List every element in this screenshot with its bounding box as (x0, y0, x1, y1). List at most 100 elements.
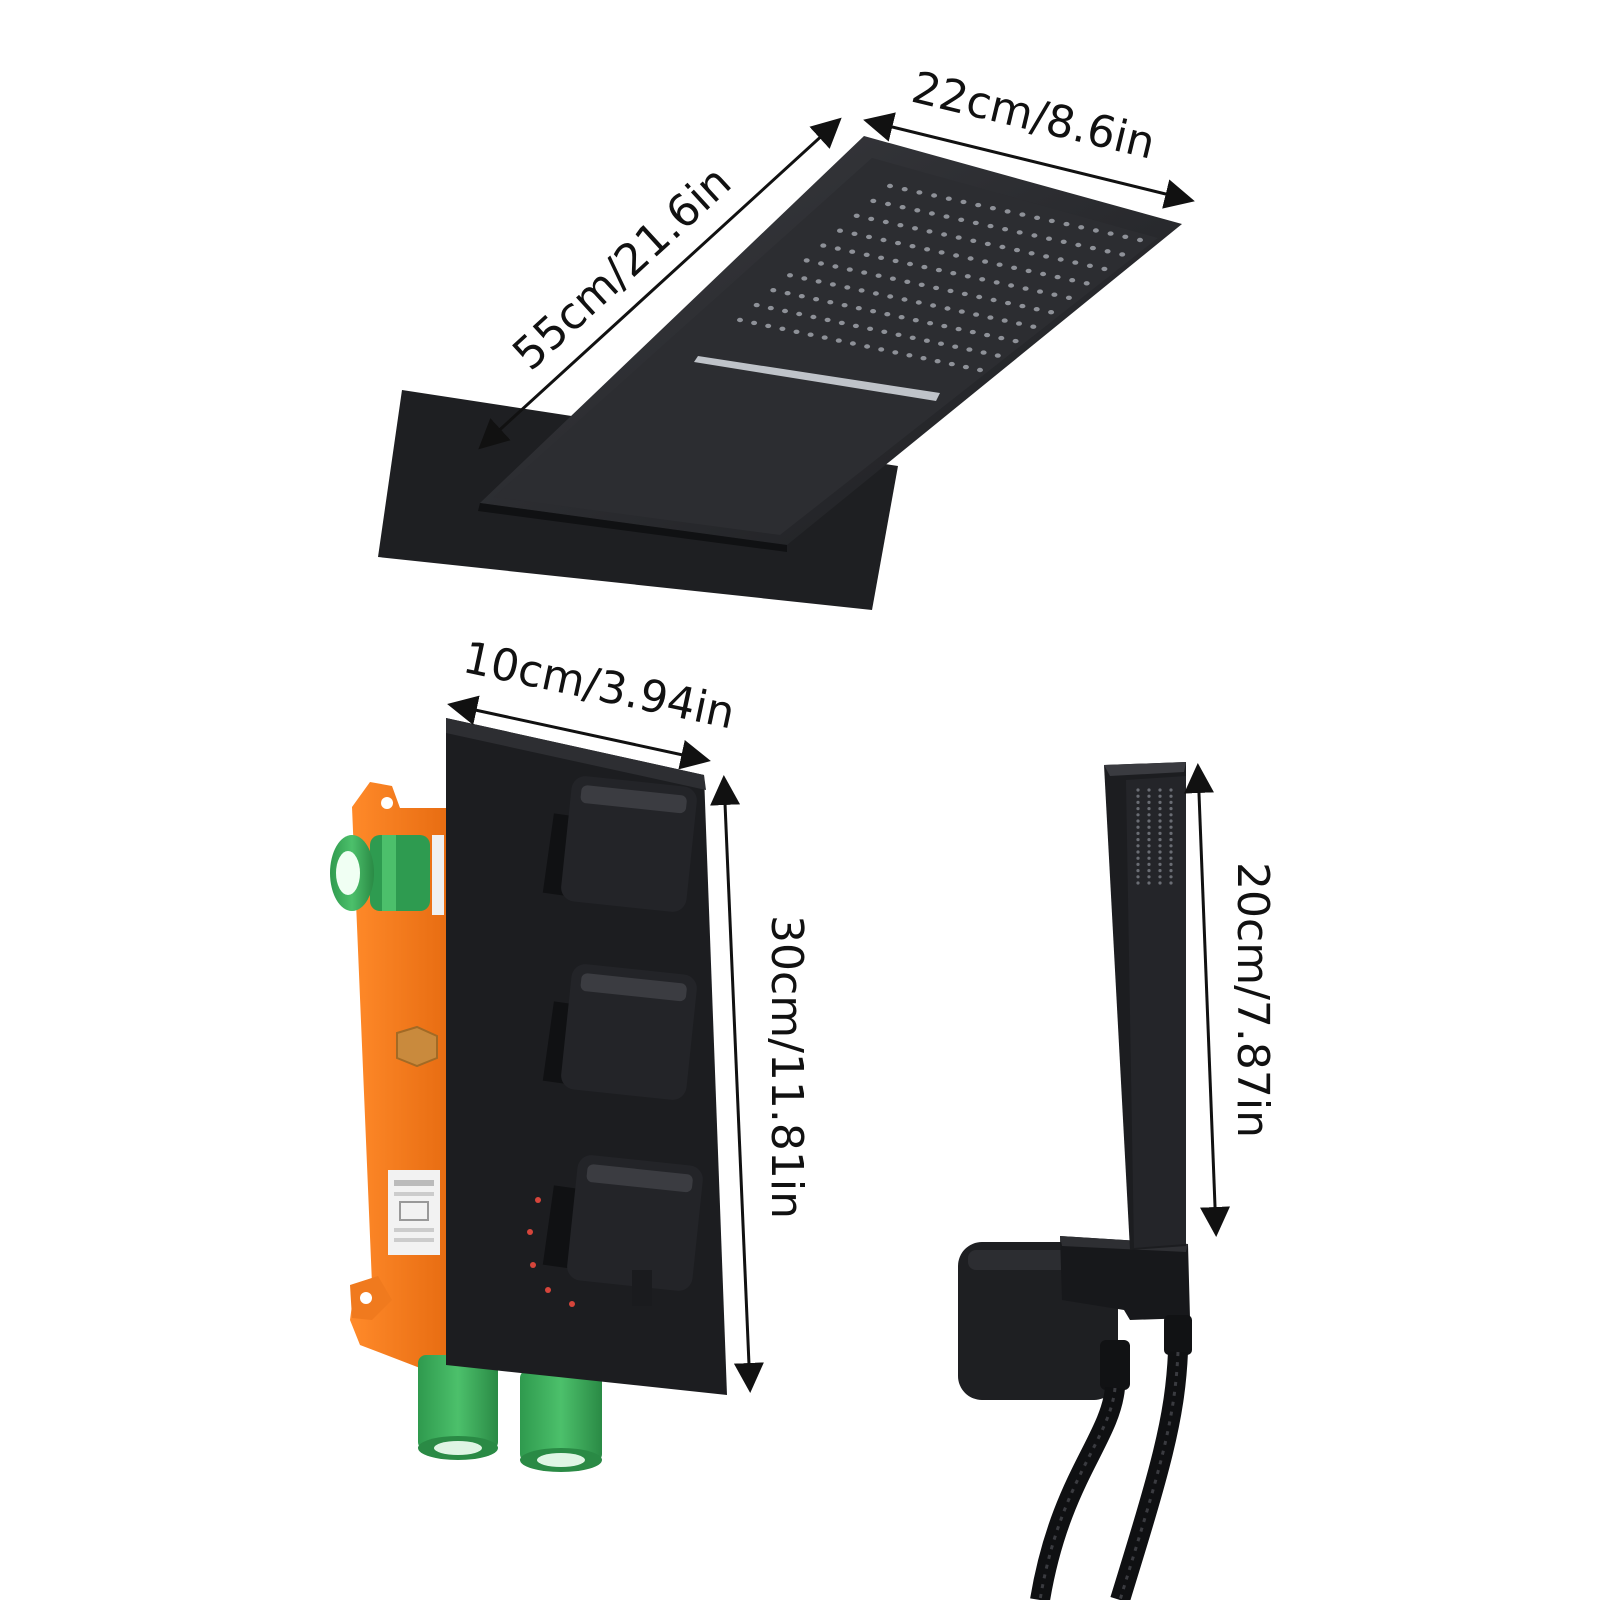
valve-width-arrow (447, 695, 711, 770)
nozzle-dot (887, 183, 893, 189)
hand-nozzle-dot (1147, 869, 1151, 873)
nozzle-dot (912, 226, 918, 231)
nozzle-dot (906, 353, 913, 358)
hand-shower-length-label: 20cm/7.87in (1227, 862, 1278, 1138)
nozzle-dot (855, 306, 862, 311)
hand-nozzle-dot (1147, 881, 1151, 885)
nozzle-dot (999, 244, 1006, 250)
hand-nozzle-dot (1169, 831, 1173, 836)
nozzle-dot (921, 264, 928, 270)
hand-nozzle-dot (1169, 838, 1173, 842)
nozzle-dot (1028, 251, 1035, 256)
hand-nozzle-dot (1136, 869, 1140, 873)
nozzle-dot (955, 326, 962, 332)
nozzle-dot (904, 279, 911, 284)
nozzle-dot (1030, 324, 1037, 329)
nozzle-dot (967, 256, 974, 261)
hand-nozzle-dot (1136, 844, 1140, 848)
valve-handle-middle (542, 964, 697, 1100)
nozzle-dot (1089, 245, 1096, 251)
nozzle-dot (1107, 231, 1114, 236)
side-inlet-connector (330, 835, 430, 911)
hose (1030, 1386, 1125, 1600)
nozzle-dot (861, 270, 868, 275)
hand-nozzle-dot (1147, 800, 1151, 805)
hand-nozzle-dot (1158, 850, 1162, 854)
nozzle-dot (976, 294, 983, 300)
nozzle-dot (1104, 249, 1111, 254)
nozzle-dot (989, 206, 996, 211)
nozzle-dot (846, 267, 853, 272)
nozzle-dot (881, 329, 888, 334)
hand-nozzle-dot (1169, 844, 1173, 848)
nozzle-dot (892, 258, 899, 264)
nozzle-dot (958, 309, 965, 314)
nozzle-dot (1001, 318, 1008, 323)
nozzle-dot (901, 187, 908, 192)
hand-nozzle-dot (1136, 875, 1140, 879)
nozzle-dot (751, 320, 758, 326)
nozzle-dot (878, 255, 885, 260)
nozzle-dot (870, 198, 877, 204)
nozzle-dot (924, 247, 931, 252)
nozzle-dot (849, 341, 856, 346)
nozzle-dot (1086, 263, 1093, 268)
nozzle-dot (962, 364, 969, 370)
hand-shower-length-dimension: 20cm/7.87in (1183, 763, 1278, 1237)
nozzle-dot (1025, 268, 1032, 274)
nozzle-dot (941, 232, 948, 237)
nozzle-dot (838, 320, 845, 326)
hand-nozzle-dot (1136, 856, 1140, 860)
nozzle-dot (818, 261, 824, 266)
hand-nozzle-dot (1147, 875, 1151, 879)
nozzle-dot (815, 279, 822, 284)
nozzle-dot (834, 246, 841, 251)
rain-head-width-label: 22cm/8.6in (907, 62, 1160, 169)
nozzle-dot (1054, 274, 1061, 280)
nozzle-dot (987, 223, 994, 229)
valve-handle-top (542, 776, 697, 912)
rain-head-width-arrow (863, 112, 1195, 209)
bottom-outlet-connector-right (520, 1370, 602, 1472)
hand-nozzle-dot (1169, 800, 1173, 805)
nozzle-dot (973, 312, 980, 317)
nozzle-dot (909, 335, 916, 340)
nozzle-dot (864, 344, 871, 349)
hand-nozzle-dot (1158, 819, 1162, 823)
rain-head-inner-face (494, 158, 1158, 535)
nozzle-dot (979, 277, 986, 282)
nozzle-dot (1033, 307, 1040, 312)
nozzle-dot (895, 240, 901, 246)
hand-shower (958, 762, 1192, 1600)
nozzle-dot (926, 229, 933, 234)
nozzle-dot (1092, 228, 1099, 233)
hand-nozzle-dot (1136, 794, 1140, 798)
nozzle-dot (892, 350, 899, 355)
nozzle-dot (930, 303, 937, 308)
hand-nozzle-dot (1136, 807, 1140, 811)
nozzle-dot (1075, 242, 1082, 248)
hand-shower-holder (1060, 1236, 1190, 1320)
nozzle-dot (897, 223, 904, 228)
nozzle-dot (1078, 225, 1085, 230)
hand-nozzle-dot (1169, 869, 1173, 873)
nozzle-dot (837, 228, 843, 233)
nozzle-dot (779, 326, 786, 331)
nozzle-dot (898, 315, 905, 320)
nozzle-dot (867, 326, 874, 331)
hand-nozzle-dot (1169, 819, 1173, 823)
nozzle-dot (827, 300, 834, 305)
hand-nozzle-dot (1158, 881, 1162, 885)
hand-nozzle-dot (1136, 831, 1140, 836)
hand-nozzle-dot (1147, 794, 1151, 798)
nozzle-dot (821, 335, 828, 340)
rain-shower-head (378, 136, 1182, 610)
hand-nozzle-dot (1158, 831, 1162, 836)
mount-hole (360, 1292, 372, 1304)
nozzle-dot (765, 323, 772, 329)
nozzle-dot (807, 332, 814, 337)
nozzle-dot (853, 213, 860, 218)
nozzle-dot (982, 259, 989, 264)
nozzle-dot (895, 332, 902, 337)
nozzle-dot (872, 291, 879, 296)
